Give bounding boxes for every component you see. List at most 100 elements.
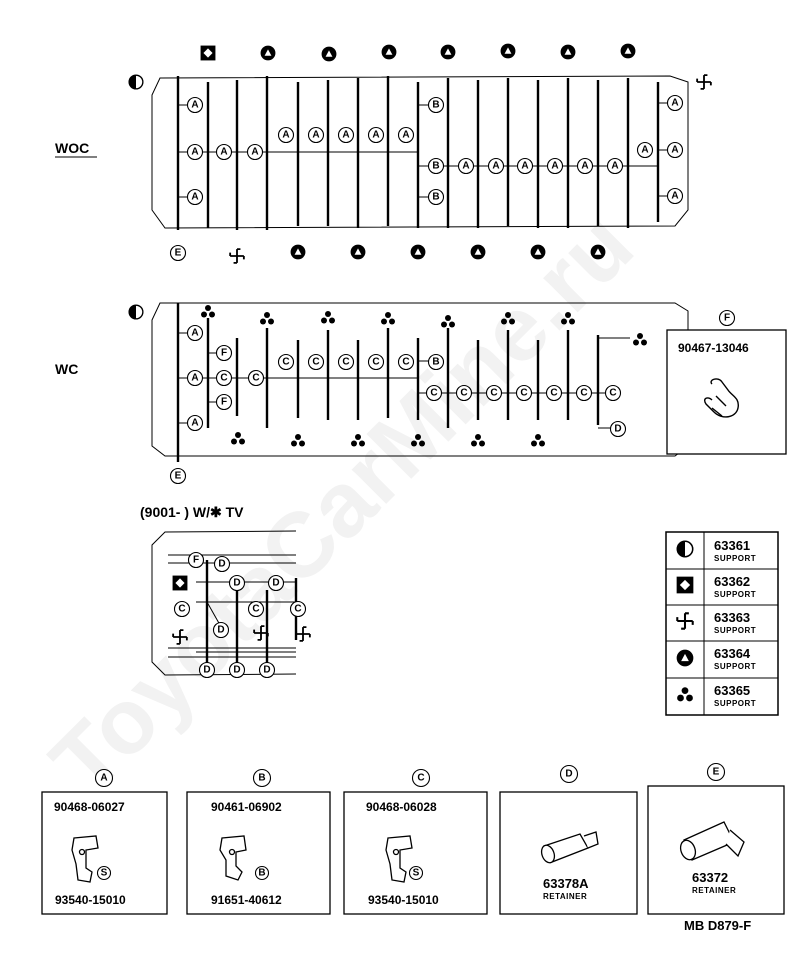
svg-text:A: A [671,191,678,202]
callout-a: A [186,143,204,161]
part-b-box [186,791,331,915]
svg-text:C: C [178,604,185,615]
callout-f: F [215,344,233,362]
callout-a: A [337,126,355,144]
svg-text:S: S [101,868,108,879]
svg-text:C: C [580,388,587,399]
triple-dot-icon [260,312,274,325]
callout-a: A [666,94,684,112]
svg-text:C: C [609,388,616,399]
svg-text:F: F [724,313,730,324]
svg-text:A: A [521,161,528,172]
legend-name: SUPPORT [714,590,756,599]
callout-c: C [425,384,443,402]
wc-label: WC [55,361,78,377]
pinwheel-icon [696,74,712,90]
callout-a: A [606,157,624,175]
legend-name: SUPPORT [714,699,756,708]
svg-text:C: C [490,388,497,399]
svg-text:B: B [432,161,439,172]
part-b-bottom-number: 91651-40612 [211,893,282,907]
triple-dot-icon [201,305,215,318]
triangle-circle-icon [560,44,576,60]
clip-f-illustration [703,378,740,418]
clip-c-illustration [385,835,413,883]
svg-text:D: D [565,769,572,780]
svg-text:D: D [272,578,279,589]
svg-text:A: A [641,145,648,156]
svg-text:C: C [550,388,557,399]
svg-text:E: E [175,471,182,482]
tv-panel [151,530,298,676]
callout-c: C [575,384,593,402]
callout-a: A [246,143,264,161]
callout-a: A [186,96,204,114]
part-c-top-number: 90468-06028 [366,800,437,814]
legend-number: 63365 [714,683,750,698]
callout-b: B [427,157,445,175]
svg-text:A: A [191,100,198,111]
part-d-number: 63378A [543,876,589,891]
svg-text:A: A [312,130,319,141]
callout-c: C [397,353,415,371]
svg-text:C: C [294,604,301,615]
svg-text:C: C [372,357,379,368]
callout-a: A [367,126,385,144]
svg-text:D: D [263,665,270,676]
svg-text:B: B [432,192,439,203]
tv-note: (9001- ) W/✱ TV [140,504,244,520]
callout-a: A [215,143,233,161]
callout-c: C [247,369,265,387]
svg-text:A: A [402,130,409,141]
triangle-circle-icon [500,43,516,59]
callout-f: F [215,393,233,411]
diamond-square-icon [172,575,188,591]
part-a-bottom-number: 93540-15010 [55,893,126,907]
triple-dot-icon [231,432,245,445]
svg-text:B: B [258,868,265,879]
pinwheel-icon [295,626,311,642]
triangle-circle-icon [350,244,366,260]
wc-panel [151,302,689,462]
callout-a: A [397,126,415,144]
svg-text:D: D [614,424,621,435]
svg-text:C: C [520,388,527,399]
svg-text:C: C [312,357,319,368]
callout-d: D [212,621,230,639]
svg-text:A: A [671,145,678,156]
triangle-circle-icon [530,244,546,260]
callout-a: A [666,187,684,205]
callout-c: C [277,353,295,371]
svg-text:B: B [258,773,265,784]
triangle-circle-icon [290,244,306,260]
callout-a: A [186,324,204,342]
svg-text:C: C [252,604,259,615]
part-a-box [41,791,168,915]
callout-b: B [427,96,445,114]
triple-dot-icon [633,333,647,346]
half-circle-icon [128,304,144,320]
svg-text:A: A [251,147,258,158]
callout-d: D [228,661,246,679]
triangle-circle-icon [410,244,426,260]
part-c-sub-callout: S [408,865,424,881]
triple-dot-icon [381,312,395,325]
woc-label: WOC [55,140,89,156]
part-e-callout: E [706,762,726,782]
svg-text:E: E [175,248,182,259]
retainer-e-illustration [679,821,745,861]
part-a-top-number: 90468-06027 [54,800,125,814]
watermark: ToyotaCarMine.ru [32,194,652,814]
callout-d: D [267,574,285,592]
clip-b-illustration [219,835,247,881]
part-b-callout: B [252,768,272,788]
svg-text:A: A [551,161,558,172]
triple-dot-icon [291,434,305,447]
svg-text:D: D [218,559,225,570]
callout-a: A [186,188,204,206]
triangle-circle-icon [470,244,486,260]
svg-text:D: D [203,665,210,676]
callout-e: E [169,467,187,485]
callout-a: A [576,157,594,175]
svg-text:F: F [193,555,199,566]
